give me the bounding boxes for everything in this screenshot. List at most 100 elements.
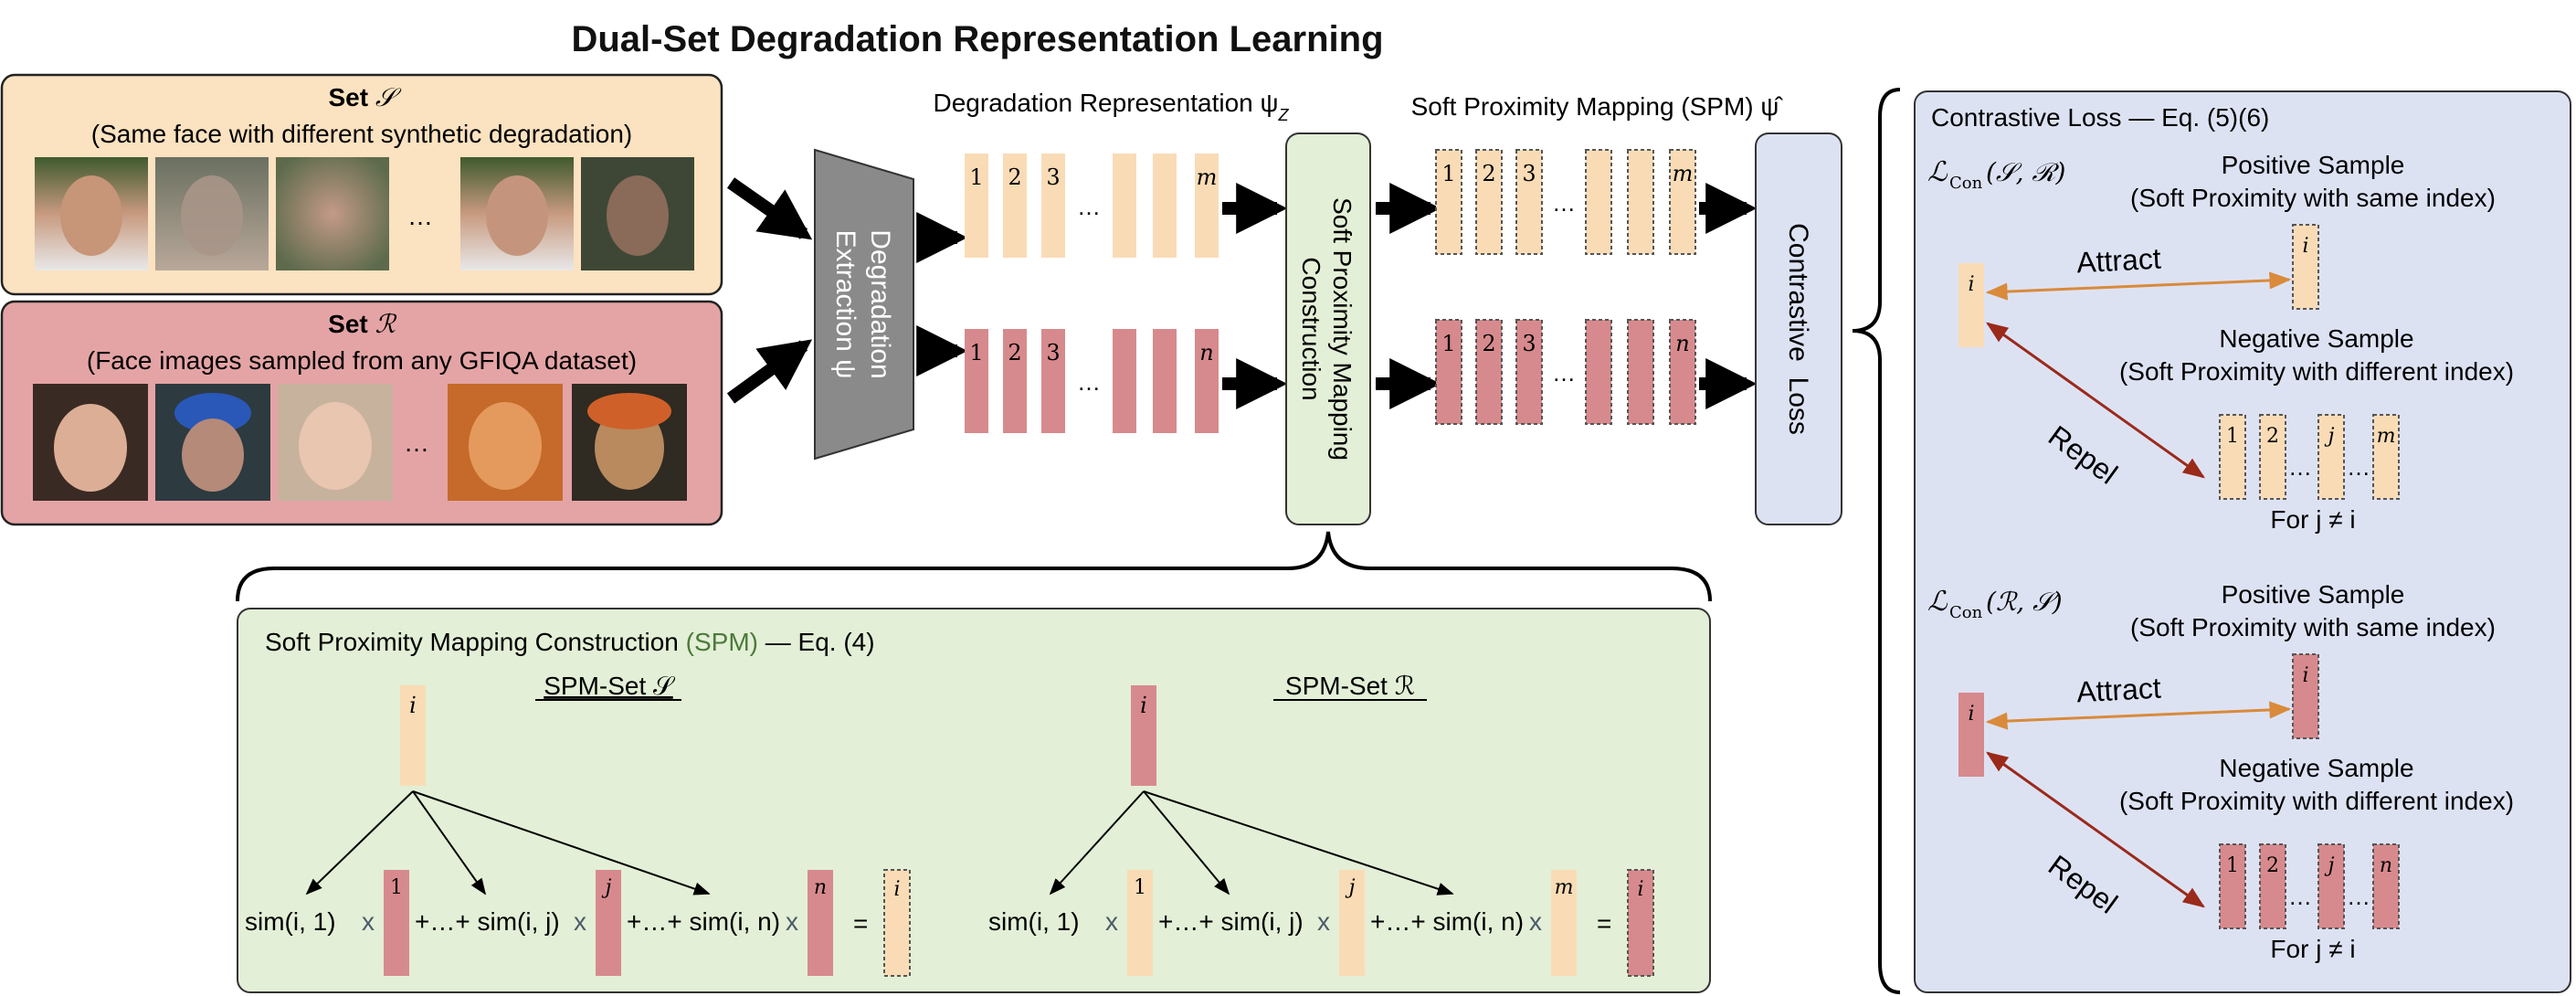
contrastive-section-r-s-negative-ellipsis-1: … <box>2288 883 2312 910</box>
spm-bottom-bar <box>1515 319 1543 425</box>
spm-top-bar-label: 1 <box>1441 161 1455 186</box>
rep-top-bar-label: 3 <box>1046 164 1060 190</box>
contrastive-section-r-s-anchor-bar <box>1958 693 1984 777</box>
spm-top-bar <box>1475 149 1503 255</box>
spm-bottom-bar <box>1435 319 1462 425</box>
contrastive-section-r-s-negative-bar-label: n <box>2380 854 2392 877</box>
contrastive-section-r-s-negative-bar-label: 1 <box>2226 854 2239 877</box>
set-r-images: … <box>33 384 687 501</box>
rep-top-bar <box>1195 154 1219 258</box>
set-r-ellipsis: … <box>404 429 429 457</box>
spm-top-bar <box>1515 149 1543 255</box>
svg-text:Soft Proximity Mapping Constru: Soft Proximity Mapping Construction (SPM… <box>265 628 875 656</box>
extractor-label-line1: Degradation <box>865 229 895 378</box>
rep-top-bar <box>1041 154 1065 258</box>
spm-bottom-bar-label: 2 <box>1482 331 1495 356</box>
spm-bottom-bar <box>1627 319 1654 425</box>
contrastive-section-r-s-anchor-label: i <box>1968 703 1974 726</box>
spm-set-r-tree-branch-arrow <box>1049 790 1145 895</box>
spm-set-r-tree-branch-arrow <box>1143 790 1230 895</box>
rep-bottom-bar-label: 1 <box>969 340 983 366</box>
contrastive-section-r-s-attract-arrow <box>1985 701 2292 730</box>
spm-set-s-tree-bar1 <box>384 870 409 976</box>
spm-set-s-tree-result-label: i <box>893 878 900 901</box>
degradation-rep-label: Degradation Representation ψ <box>934 89 1279 117</box>
contrastive-section-r-s-positive-bar <box>2292 653 2319 739</box>
contrastive-section-r-s-for-text: For j ≠ i <box>2270 935 2355 963</box>
set-r-title-prefix: Set <box>328 310 375 338</box>
rep-top-bar <box>1113 154 1136 258</box>
face-image-blur <box>276 157 389 270</box>
rep-top-bar-label: 1 <box>969 164 983 190</box>
contrastive-section-r-s-negative-bar <box>2317 843 2345 929</box>
contrastive-section-r-s-negative-title: Negative Sample <box>2219 754 2413 782</box>
contrastive-section-s-r-positive-bar <box>2292 224 2319 310</box>
contrastive-section-s-r-negative-bar-label: m <box>2377 425 2396 448</box>
contrastive-section-s-r-negative-bar <box>2317 414 2345 500</box>
contrastive-section-s-r-attract-label: Attract <box>2075 242 2161 280</box>
spm-bottom-bar <box>1585 319 1612 425</box>
contrastive-section-s-r-positive-title: Positive Sample <box>2222 151 2405 179</box>
contrastive-section-s-r-anchor-bar <box>1958 263 1984 347</box>
contrastive-section-s-r-anchor-label: i <box>1968 273 1974 296</box>
rep-bottom-bar <box>1003 329 1027 433</box>
rep-top-ellipsis: … <box>1077 193 1101 220</box>
spm-top-ellipsis: … <box>1552 189 1576 217</box>
rep-bottom-bar-label: 3 <box>1046 340 1060 366</box>
spm-set-s-tree-bar3-label: n <box>814 876 827 899</box>
spm-set-r-tree-top-bar <box>1131 685 1156 786</box>
spm-construction-box: Soft Proximity Mapping Construction <box>1285 132 1371 525</box>
contrastive-section-s-r-loss-label: ℒ <box>1927 156 1948 188</box>
contrastive-section-r-s-positive-label: i <box>2302 664 2308 687</box>
contrastive-section-r-s-attract-label: Attract <box>2075 672 2161 709</box>
degradation-rep-subscript: Z <box>1277 106 1289 124</box>
contrastive-section-r-s-negative-sub: (Soft Proximity with different index) <box>2119 787 2514 815</box>
contrastive-section-s-r-attract-arrow <box>1985 271 2292 301</box>
contrastive-section-s-r-negative-ellipsis-1: … <box>2288 453 2312 481</box>
spm-set-s-tree-term2: +…+ sim(i, j) <box>415 907 560 936</box>
spm-set-r-tree-bar1-label: 1 <box>1134 876 1146 899</box>
set-r-title-symbol: ℛ <box>375 310 397 338</box>
diagram-title: Dual-Set Degradation Representation Lear… <box>571 19 1383 59</box>
rep-bottom-ellipsis: … <box>1077 368 1101 396</box>
spm-set-r-tree-result-label: i <box>1637 878 1643 901</box>
spm-set-s-tree-times1: x <box>362 907 375 936</box>
rep-bottom-bar <box>1195 329 1219 433</box>
spm-set-r-tree-top-label: i <box>1140 693 1147 718</box>
spm-top-bar <box>1435 149 1462 255</box>
contrastive-section-s-r-negative-bar <box>2219 414 2246 500</box>
contrastive-section-s-r-negative-bar-label: 2 <box>2266 425 2279 448</box>
spm-set-r-tree-bar3-label: m <box>1555 876 1574 899</box>
spm-set-s-tree-bar3 <box>808 870 833 976</box>
spm-set-s-title: SPM-Set 𝒮 <box>544 672 676 700</box>
contrastive-section-s-r-loss-args: (𝒮, ℛ) <box>1986 157 2065 187</box>
svg-text:Set ℛ: Set ℛ <box>328 310 396 338</box>
set-r-subtitle: (Face images sampled from any GFIQA data… <box>87 346 637 375</box>
bottom-brace <box>236 531 1712 602</box>
rep-bottom-bar <box>1153 329 1177 433</box>
set-s-subtitle: (Same face with different synthetic degr… <box>91 120 632 148</box>
spm-set-r-tree-term2: +…+ sim(i, j) <box>1158 907 1304 936</box>
spm-set-s-tree-term1: sim(i, 1) <box>245 907 336 936</box>
spm-mapping-label: Soft Proximity Mapping (SPM) ψ̂ <box>1411 92 1784 121</box>
spm-top-bar <box>1669 149 1696 255</box>
spm-set-r-tree-times2: x <box>1317 907 1330 936</box>
rep-top-bar <box>1153 154 1177 258</box>
contrastive-section-r-s-negative-bar <box>2219 843 2246 929</box>
contrastive-section-r-s-negative-ellipsis-2: … <box>2347 883 2370 910</box>
spm-bottom-bar-label: n <box>1675 331 1689 356</box>
spm-box-line1: Soft Proximity Mapping <box>1328 197 1357 461</box>
contrastive-section-s-r-positive-sub: (Soft Proximity with same index) <box>2130 184 2496 212</box>
spm-set-r-tree-times3: x <box>1529 907 1542 936</box>
contrastive-section-r-s-positive-title: Positive Sample <box>2222 580 2405 609</box>
spm-set-s-tree-top-label: i <box>409 693 417 718</box>
spm-set-s-tree-branch-arrow <box>412 790 711 895</box>
